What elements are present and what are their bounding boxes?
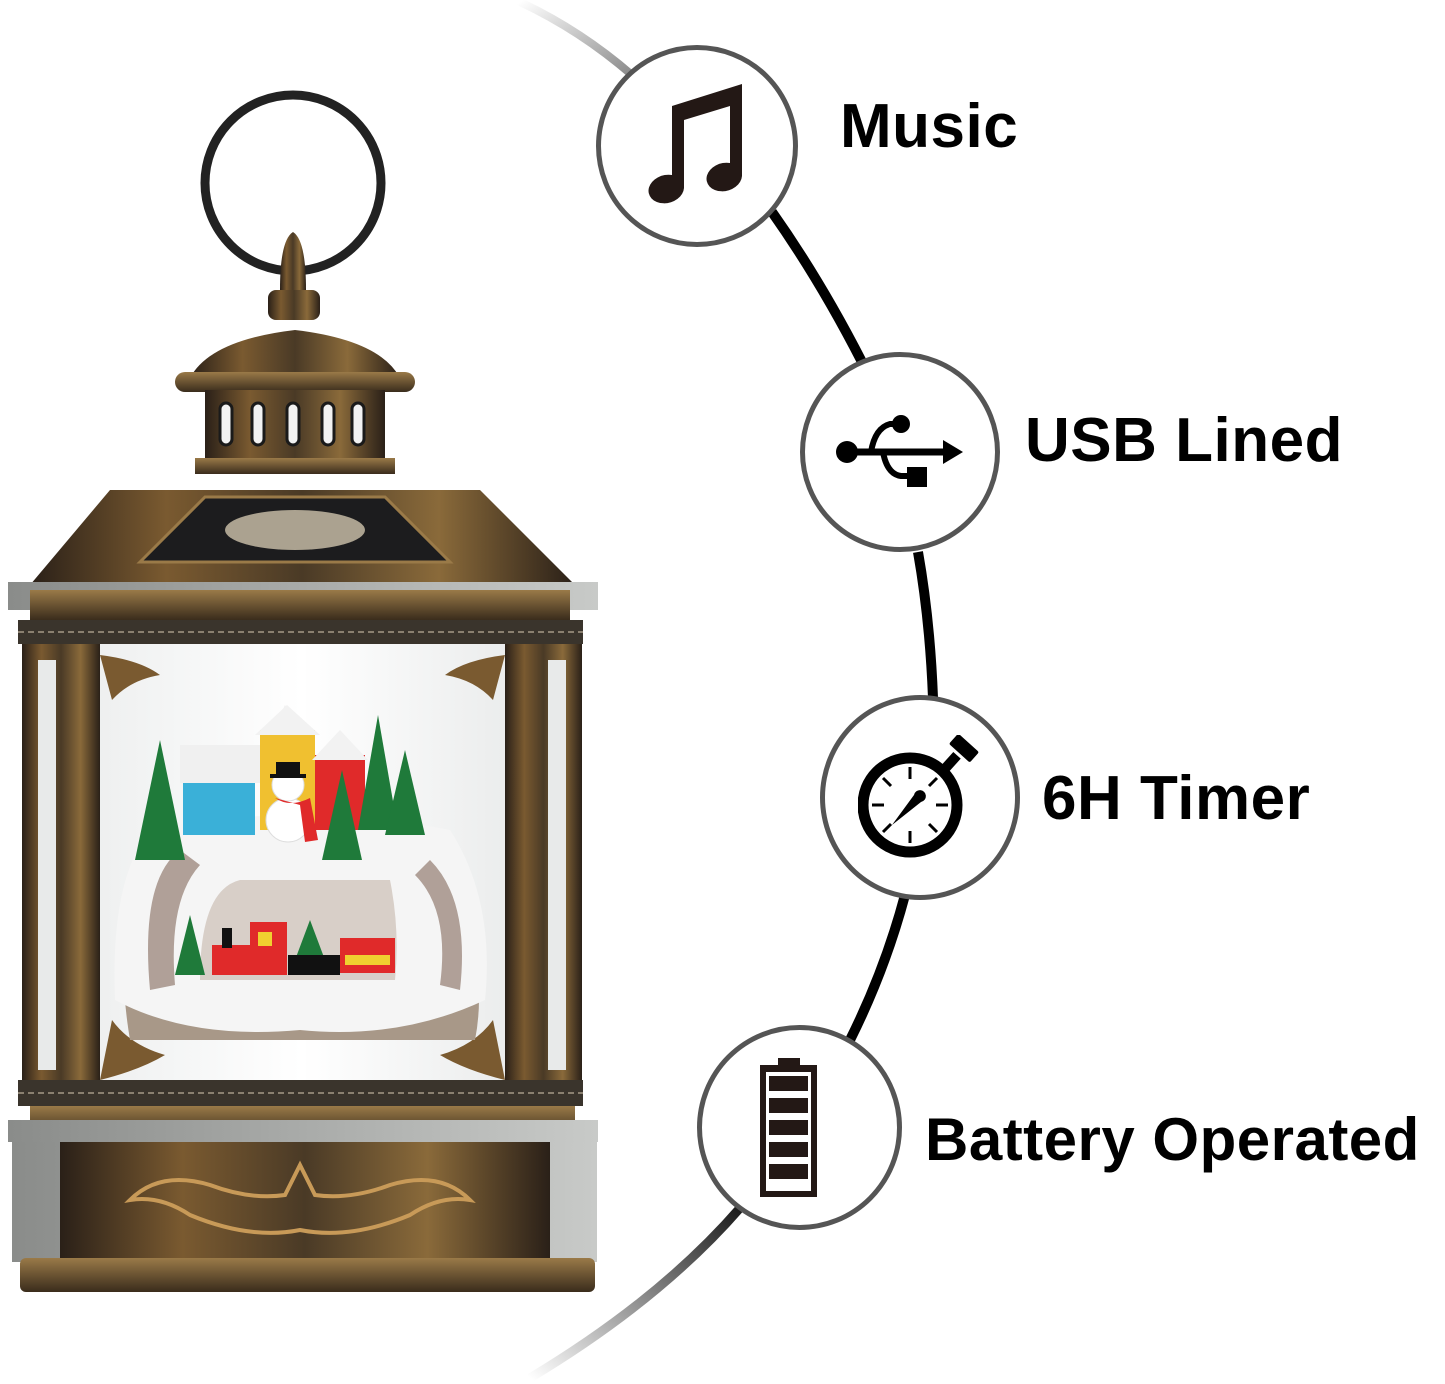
feature-label: Music [840,92,1019,161]
usb-icon [836,415,963,487]
feature-circle [596,45,798,247]
feature-circle [697,1025,902,1230]
feature-circle [800,352,1000,552]
feature-label: Battery Operated [925,1106,1420,1173]
music-note-icon [648,83,742,203]
lantern-product-image [8,90,598,1292]
feature-label: USB Lined [1025,406,1343,475]
snow-village-scene [114,705,487,1040]
feature-circle [820,695,1020,900]
stopwatch-icon [857,735,978,858]
feature-label: 6H Timer [1042,764,1311,833]
battery-icon [759,1057,817,1197]
